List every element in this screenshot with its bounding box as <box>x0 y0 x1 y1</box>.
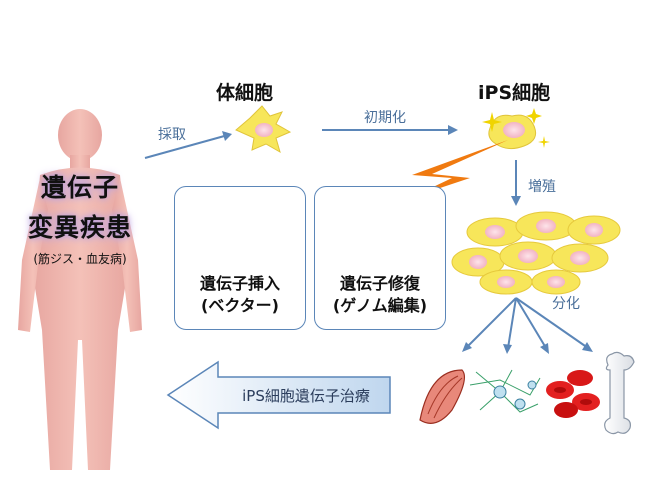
ips-cell-icon <box>482 108 550 150</box>
disease-examples: (筋ジス・血友病) <box>33 252 127 266</box>
differentiation-label: 分化 <box>552 296 580 312</box>
reprogramming-label: 初期化 <box>364 110 406 126</box>
reprogramming-arrow <box>322 125 458 135</box>
proliferation-arrow <box>511 160 521 206</box>
blood-cells-icon <box>546 370 600 418</box>
lightning-icon <box>410 140 508 198</box>
human-body-icon <box>18 109 142 470</box>
proliferation-label: 増殖 <box>528 179 556 195</box>
collect-label: 採取 <box>158 127 186 143</box>
gene-repair-box: 遺伝子修復 (ゲノム編集) <box>314 186 446 330</box>
differentiation-arrows <box>462 297 593 354</box>
therapy-arrow-shape <box>166 360 391 430</box>
therapy-arrow-label: iPS細胞遺伝子治療 <box>242 387 370 405</box>
muscle-icon <box>419 369 465 424</box>
gene-insertion-method: (ベクター) <box>201 296 279 315</box>
disease-block: 遺伝子 変異疾患 (筋ジス・血友病) <box>0 168 160 267</box>
gene-insertion-box: 遺伝子挿入 (ベクター) <box>174 186 306 330</box>
collect-arrow <box>144 131 232 159</box>
cell-cluster-icon <box>451 211 621 295</box>
disease-title-line1: 遺伝子 <box>40 173 119 202</box>
somatic-cell-label: 体細胞 <box>216 82 274 104</box>
disease-title-line2: 変異疾患 <box>27 213 132 242</box>
bone-icon <box>604 351 635 435</box>
gene-insertion-title: 遺伝子挿入 <box>199 274 280 293</box>
gene-repair-method: (ゲノム編集) <box>332 296 428 315</box>
ips-cell-label: iPS細胞 <box>478 82 551 104</box>
gene-repair-title: 遺伝子修復 <box>339 274 420 293</box>
somatic-cell-icon <box>235 105 292 154</box>
neuron-icon <box>469 369 541 413</box>
